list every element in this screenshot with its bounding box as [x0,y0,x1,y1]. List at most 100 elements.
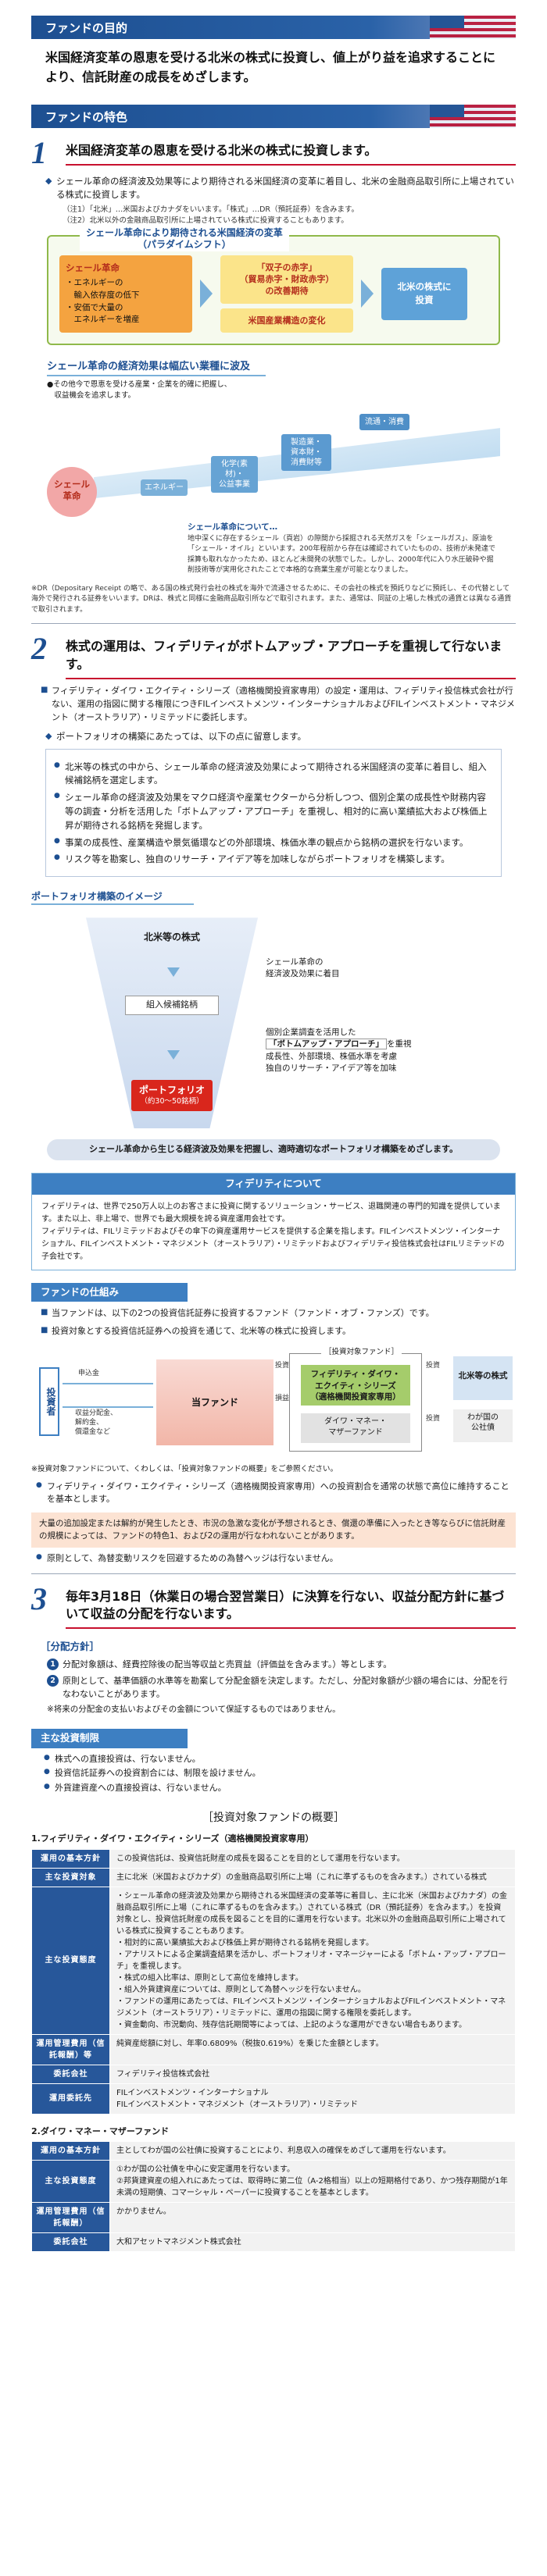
us-flag-icon [430,104,516,128]
label-pnl: 損益 [275,1395,290,1403]
arrow-right-icon [361,280,374,308]
page: ファンドの目的 米国経済変革の恩恵を受ける北米の株式に投資し、値上がり益を追求す… [0,0,547,2268]
shale-circle: シェール 革命 [47,467,97,518]
investor-box: 投資者 [39,1367,59,1437]
label-application: 申込金 [78,1370,100,1378]
shale-about: シェール革命について… 地中深くに存在するシェール（頁岩）の隙間から採掘される天… [188,522,496,575]
list-item: シェール革命の経済波及効果をマクロ経済や産業セクターから分析しつつ、個別企業の成… [54,791,493,832]
list-item: 株式への直接投資は、行ないません。 [44,1753,516,1766]
money-mother-box: ダイワ・マネー・ マザーファンド [301,1413,410,1444]
step-manufacturing: 製造業・ 資本財・ 消費財等 [281,434,331,472]
portfolio-head: ポートフォリオ構築のイメージ [31,889,194,906]
purpose-text: 米国経済変革の恩恵を受ける北米の株式に投資し、値上がり益を追求することにより、信… [45,50,496,84]
shale-revolution-box: シェール革命 ・エネルギーの 輸入依存度の低下 ・安価で大量の エネルギーを増産 [59,255,192,333]
fund2-table: 運用の基本方針主としてわが国の公社債に投資することにより、利息収入の確保をめざし… [31,2141,516,2253]
feature-3-heading: 3 毎年3月18日（休業日の場合翌営業日）に決算を行ない、収益分配方針に基づいて… [31,1580,516,1630]
wave-title: シェール革命の経済効果は幅広い業種に波及 [47,359,266,376]
fidelity-body: フィデリティは、世界で250万人以上のお客さまに投資に関するソリューション・サー… [41,1202,505,1261]
distribution-policy-head: ［分配方針］ [41,1641,100,1653]
pf-portfolio: ポートフォリオ （約30〜50銘柄） [131,1080,213,1112]
label-invest: 投資 [426,1415,441,1423]
pf-north-america-stocks: 北米等の株式 [143,932,200,943]
invest-north-america-box: 北米の株式に 投資 [381,268,467,320]
arrow-right-icon [63,1383,153,1385]
purpose-header: ファンドの目的 [31,16,516,39]
label-invest: 投資 [275,1362,290,1370]
pf-side-note2: 個別企業調査を活用した「ボトムアップ・アプローチ」を重視 成長性、外部環境、株価… [266,1028,412,1073]
table-row: 運用管理費用（信託報酬）等純資産総額に対し、年率0.6809%（税抜0.619%… [31,2033,516,2065]
feature-1-title: 米国経済変革の恩恵を受ける北米の株式に投資します。 [66,137,516,166]
restrictions-header: 主な投資制限 [31,1729,188,1748]
jp-bonds-box: わが国の 公社債 [453,1409,513,1443]
warning-box: 大量の追加設定または解約が発生したとき、市況の急激な変化が予想されるとき、償還の… [31,1512,516,1548]
fund1-table: 運用の基本方針この投資信託は、投資信託財産の成長を図ることを目的として運用を行な… [31,1848,516,2115]
mechanism-p3: フィデリティ・ダイワ・エクイティ・シリーズ（適格機関投資家専用）への投資割合を通… [36,1480,516,1506]
arrow-left-icon [63,1406,153,1409]
table-row: 運用管理費用（信託報酬）かかりません。 [31,2202,516,2234]
portfolio-notes: 北米等の株式の中から、シェール革命の経済波及効果によって期待される米国経済の変革… [45,748,502,878]
features-header: ファンドの特色 [31,104,516,128]
policy-note: ※将来の分配金の支払いおよびその金額について保証するものではありません。 [47,1705,341,1715]
feature-1-note2: （注2）北米以外の金融商品取引所に上場されている株式に投資することもあります。 [63,216,349,226]
portfolio-banner: シェール革命から生じる経済波及効果を把握し、適時適切なポートフォリオ構築をめざし… [47,1139,500,1160]
feature-1-number: 1 [31,134,47,170]
feature-2-desc1: フィデリティ・ダイワ・エクイティ・シリーズ（適格機関投資家専用）の設定・運用は、… [41,684,516,724]
fund2-name: 2.ダイワ・マネー・マザーファンド [31,2125,170,2136]
table-row: 運用の基本方針この投資信託は、投資信託財産の成長を図ることを目的として運用を行な… [31,1848,516,1869]
pf-candidates: 組入候補銘柄 [125,996,219,1015]
target-funds-frame: ［投資対象ファンド］ フィデリティ・ダイワ・ エクイティ・シリーズ （適格機関投… [289,1347,422,1452]
feature-1-desc: シェール革命の経済波及効果等により期待される米国経済の変革に着目し、北米の金融商… [45,175,516,202]
step-chemical: 化学(素材)・ 公益事業 [211,456,258,493]
paradigm-shift-diagram: シェール革命により期待される米国経済の変革 （パラダイムシフト） シェール革命 … [47,226,500,346]
arrow-down-icon [167,1050,180,1060]
arrow-down-icon [167,967,180,978]
mechanism-diagram: 投資者 申込金 収益分配金、 解約金、 償還金など 当ファンド 投資 損益 ［投… [31,1345,516,1463]
portfolio-diagram: 北米等の株式 組入候補銘柄 ポートフォリオ （約30〜50銘柄） シェール革命の… [39,910,508,1136]
fidelity-series-box: フィデリティ・ダイワ・ エクイティ・シリーズ （適格機関投資家専用） [301,1365,410,1406]
feature-2-heading: 2 株式の運用は、フィデリティがボトムアップ・アプローチを重視して行ないます。 [31,631,516,680]
feature-2-desc2: ポートフォリオの構築にあたっては、以下の点に留意します。 [45,730,516,743]
label-returns: 収益分配金、 解約金、 償還金など [75,1409,118,1436]
table-row: 運用の基本方針主としてわが国の公社債に投資することにより、利息収入の確保をめざし… [31,2141,516,2161]
step-energy: エネルギー [141,479,188,497]
industry-ripple-diagram: シェール 革命 エネルギー 化学(素材)・ 公益事業 製造業・ 資本財・ 消費財… [47,404,500,522]
feature-1-heading: 1 米国経済変革の恩恵を受ける北米の株式に投資します。 [31,137,516,169]
paradigm-shift-label: シェール革命により期待される米国経済の変革 （パラダイムシフト） [80,226,289,251]
wave-note: ●その他今で恩恵を受ける産業・企業を的確に把握し、 収益機会を追求します。 [47,379,232,400]
restrictions-list: 株式への直接投資は、行ないません。 投資信託証券への投資割合には、制限を設けませ… [44,1753,516,1795]
feature-2-number: 2 [31,631,47,667]
mechanism-header: ファンドの仕組み [31,1282,188,1302]
divider [31,623,516,625]
feature-3-title: 毎年3月18日（休業日の場合翌営業日）に決算を行ない、収益分配方針に基づいて収益… [66,1584,516,1630]
feature-2-title: 株式の運用は、フィデリティがボトムアップ・アプローチを重視して行ないます。 [66,633,516,680]
divider [31,1573,516,1574]
table-row: 主な投資対象主に北米（米国およびカナダ）の金融商品取引所に上場（これに準ずるもの… [31,1867,516,1887]
overview-title: ［投資対象ファンドの概要］ [202,1812,345,1825]
feature-1-note1: （注1）「北米」…米国およびカナダをいいます。「株式」…DR（預託証券）を含みま… [63,205,359,215]
twin-deficit-box: 「双子の赤字」 （貿易赤字・財政赤字） の改善期待 [220,255,353,304]
list-item: 投資信託証券への投資割合には、制限を設けません。 [44,1767,516,1780]
step-distribution: 流通・消費 [359,414,409,431]
north-america-stocks-box: 北米等の株式 [453,1356,513,1401]
list-item: 事業の成長性、産業構造や景気循環などの外部環境、株価水準の観点から銘柄の選択を行… [54,836,493,850]
table-row: 委託会社大和アセットマネジメント株式会社 [31,2232,516,2253]
mechanism-p4: 原則として、為替変動リスクを回避するための為替ヘッジは行ないません。 [36,1552,516,1566]
list-item: 外貨建資産への直接投資は、行ないません。 [44,1782,516,1795]
this-fund-box: 当ファンド [156,1359,274,1446]
list-item: リスク等を勘案し、独自のリサーチ・アイデア等を加味しながらポートフォリオを構築し… [54,853,493,867]
mechanism-p1: 当ファンドは、以下の2つの投資信託証券に投資するファンド（ファンド・オブ・ファン… [41,1306,516,1320]
fidelity-box: フィデリティについて フィデリティは、世界で250万人以上のお客さまに投資に関す… [31,1172,516,1270]
fund1-name: 1.フィデリティ・ダイワ・エクイティ・シリーズ（適格機関投資家専用） [31,1833,314,1844]
industry-structure-box: 米国産業構造の変化 [220,308,353,333]
table-row: 委託会社フィデリティ投信株式会社 [31,2064,516,2084]
list-item: 北米等の株式の中から、シェール革命の経済波及効果によって期待される米国経済の変革… [54,761,493,789]
arrow-right-icon [200,280,213,308]
table-row: 主な投資態度・シェール革命の経済波及効果から期待される米国経済の変革等に着目し、… [31,1886,516,2035]
fidelity-title: フィデリティについて [32,1173,515,1195]
mechanism-note: ※投資対象ファンドについて、くわしくは、「投資対象ファンドの概要」をご参照くださ… [31,1465,338,1474]
feature-3-number: 3 [31,1580,47,1616]
